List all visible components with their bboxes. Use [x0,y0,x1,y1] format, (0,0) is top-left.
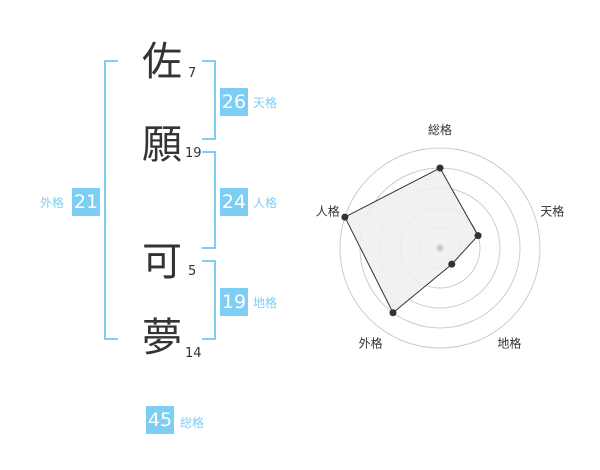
stroke-count-4: 14 [185,346,202,361]
radar-area [344,167,479,314]
radar-axis-label: 地格 [497,336,521,351]
stroke-count-1: 7 [188,66,197,81]
jinkaku-bracket [202,151,216,249]
radar-axis-label: 天格 [540,204,564,219]
name-char-3: 可 [142,239,182,285]
radar-ring [339,147,541,349]
radar-point [474,232,482,240]
radar-axis-label: 人格 [316,204,340,219]
gaikaku-bracket [104,60,118,340]
tenkaku-label: 天格 [253,96,278,110]
name-char-4: 夢 [142,315,182,361]
chikaku-value-badge: 19 [220,288,248,316]
tenkaku-bracket [202,60,216,140]
gaikaku-value-badge: 21 [72,188,100,216]
radar-point [341,213,349,221]
soukaku-label: 総格 [180,416,205,430]
chikaku-label: 地格 [253,296,278,310]
radar-point [389,309,397,317]
soukaku-value-badge: 45 [146,406,174,434]
name-char-2: 願 [142,122,182,168]
gaikaku-label: 外格 [40,196,65,210]
radar-point [436,164,444,172]
stroke-count-2: 19 [185,146,202,161]
radar-axis-label: 総格 [428,122,452,137]
jinkaku-value-badge: 24 [220,188,248,216]
chikaku-bracket [202,260,216,340]
radar-point [448,260,456,268]
radar-points [341,164,482,317]
radar-axis-label: 外格 [359,336,383,351]
jinkaku-label: 人格 [253,196,278,210]
radar-center-dot [436,244,444,252]
name-char-1: 佐 [142,39,182,85]
stroke-count-3: 5 [188,264,197,279]
tenkaku-value-badge: 26 [220,88,248,116]
